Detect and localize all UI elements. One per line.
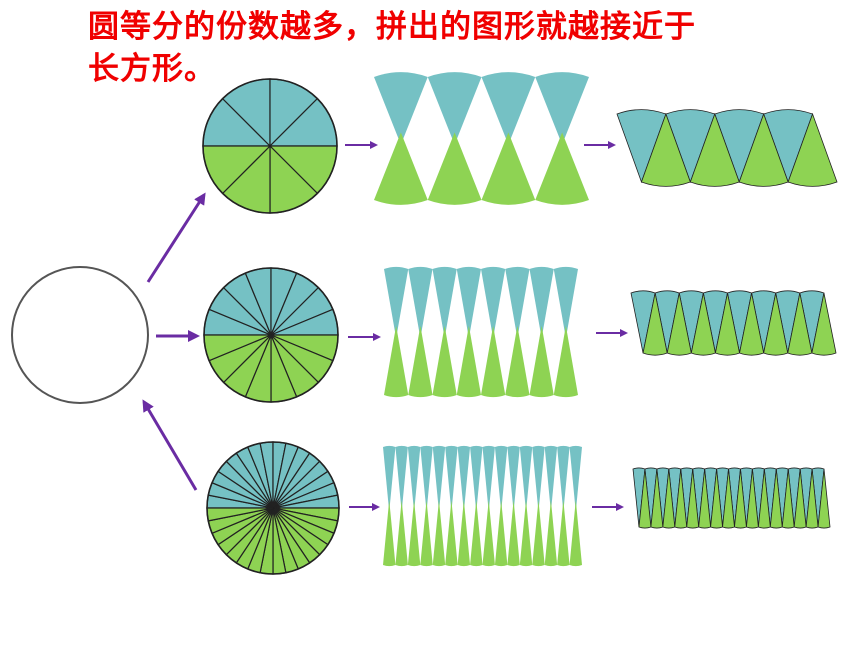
bottom-sector (553, 325, 578, 398)
circle-outline (203, 267, 339, 403)
arrow-to-8-part-circle (146, 192, 206, 283)
top-sector-strip (383, 445, 582, 512)
undivided-circle (11, 266, 149, 404)
bottom-sector (470, 500, 483, 567)
top-sector (505, 266, 530, 339)
top-sector (470, 445, 483, 512)
top-sector (432, 266, 457, 339)
bottom-sector (384, 325, 409, 398)
rows (202, 72, 838, 575)
top-sector (374, 72, 428, 145)
bottom-sector (481, 325, 506, 398)
caption-line-2: 长方形。 (88, 51, 216, 87)
top-sector (482, 445, 495, 512)
bottom-sector (507, 500, 520, 567)
top-sector (383, 445, 396, 512)
top-sector (395, 445, 408, 512)
circle-outline (202, 78, 338, 214)
bottom-sector (532, 500, 545, 567)
top-sector (569, 445, 582, 512)
assembled-shape (630, 290, 837, 356)
row-8-part (202, 72, 838, 214)
top-sector (407, 445, 421, 512)
top-sector (432, 445, 446, 512)
bottom-sector (482, 500, 495, 567)
bottom-sector (569, 500, 582, 567)
bottom-sector (432, 500, 446, 567)
divided-circle-8-part (202, 78, 338, 214)
bottom-sector (445, 500, 458, 567)
assembled-shape (632, 467, 831, 529)
bottom-sector (432, 325, 457, 398)
top-sector (457, 445, 471, 512)
bottom-sector-strip (384, 325, 578, 398)
circle-outline (206, 441, 340, 575)
bottom-sector (544, 500, 558, 567)
bottom-sector (408, 325, 433, 398)
big-arrows (142, 192, 206, 491)
arrow-from-32-part-circle (142, 399, 198, 491)
row-16-part (203, 266, 837, 403)
assembled-shape (616, 109, 838, 187)
top-sector (544, 445, 558, 512)
bottom-sector (420, 500, 433, 567)
top-sector (553, 266, 578, 339)
bottom-sector-strip (383, 500, 582, 567)
top-sector (519, 445, 533, 512)
bottom-sector (505, 325, 530, 398)
top-sector (507, 445, 520, 512)
top-sector (529, 266, 554, 339)
divided-circle-32-part (206, 441, 340, 575)
top-sector (408, 266, 433, 339)
top-sector (494, 445, 508, 512)
bottom-sector (374, 132, 428, 205)
bottom-sector (395, 500, 408, 567)
top-sector (427, 72, 482, 145)
bottom-sector (529, 325, 554, 398)
top-sector (445, 445, 458, 512)
caption: 圆等分的份数越多，拼出的图形就越接近于 长方形。 (88, 6, 768, 90)
caption-line-1: 圆等分的份数越多，拼出的图形就越接近于 (88, 9, 696, 45)
divided-circle-16-part (203, 267, 339, 403)
bottom-sector (427, 132, 482, 205)
top-sector (384, 266, 409, 339)
bottom-sector (407, 500, 421, 567)
top-sector (532, 445, 545, 512)
bottom-sector (557, 500, 570, 567)
top-sector-strip (384, 266, 578, 339)
assembled-bottom-sector (817, 468, 831, 529)
bottom-sector (535, 132, 589, 205)
bottom-sector (494, 500, 508, 567)
row-32-part (206, 441, 831, 575)
bottom-sector (519, 500, 533, 567)
top-sector (420, 445, 433, 512)
bottom-sector (456, 325, 481, 398)
top-sector (535, 72, 589, 145)
bottom-sector-strip (374, 132, 589, 205)
bottom-sector (383, 500, 396, 567)
assembled-bottom-sector (811, 292, 837, 356)
top-sector (481, 72, 536, 145)
bottom-sector (481, 132, 536, 205)
assembled-bottom-sector (787, 112, 838, 187)
top-sector (481, 266, 506, 339)
bottom-sector (457, 500, 471, 567)
top-sector-strip (374, 72, 589, 145)
top-sector (557, 445, 570, 512)
top-sector (456, 266, 481, 339)
